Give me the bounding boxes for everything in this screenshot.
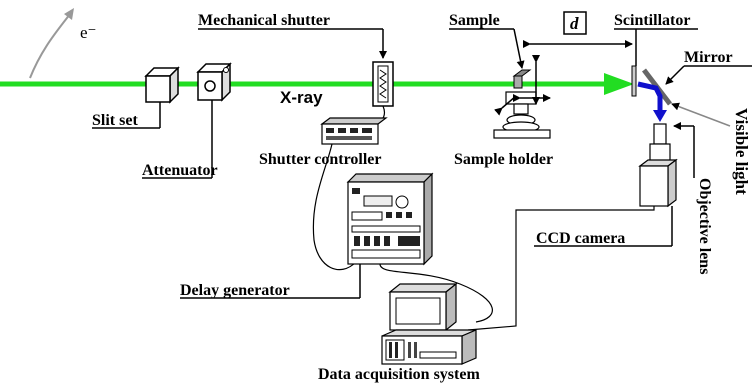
delay-generator-device bbox=[346, 172, 434, 266]
delay-generator-label: Delay generator bbox=[180, 282, 290, 299]
mechanical-shutter-device bbox=[372, 61, 394, 107]
visible-light-leader bbox=[671, 102, 731, 127]
objective-lens-device bbox=[649, 123, 671, 163]
data-acquisition-system-label: Data acquisition system bbox=[318, 366, 480, 383]
scintillator-plate bbox=[631, 65, 637, 97]
objective-lens-label: Objective lens bbox=[696, 178, 713, 274]
ccd-camera-label: CCD camera bbox=[536, 230, 625, 247]
sample-label: Sample bbox=[449, 12, 500, 29]
mechanical-shutter-label: Mechanical shutter bbox=[198, 12, 330, 29]
visible-light-path bbox=[637, 81, 663, 114]
xray-label: X-ray bbox=[280, 88, 323, 107]
mirror-label: Mirror bbox=[684, 49, 733, 66]
shutter-controller-cable bbox=[312, 143, 357, 271]
scintillator-label: Scintillator bbox=[614, 12, 690, 29]
shutter-controller-device bbox=[320, 117, 388, 145]
sample-holder-label: Sample holder bbox=[454, 151, 553, 168]
slit-set-device bbox=[144, 66, 180, 104]
ccd-camera-cable bbox=[467, 206, 655, 331]
sample-holder-device bbox=[493, 55, 551, 139]
electron-orbit-arc bbox=[29, 13, 71, 79]
slit-set-label: Slit set bbox=[92, 112, 138, 129]
mirror-leader-arrow bbox=[665, 65, 685, 85]
ccd-camera-device bbox=[638, 158, 678, 208]
shutter-controller-label: Shutter controller bbox=[259, 151, 382, 168]
xray-beam-arrowhead bbox=[604, 73, 634, 95]
distance-box bbox=[563, 11, 587, 35]
sample-leader bbox=[513, 28, 525, 69]
attenuator-label: Attenuator bbox=[142, 162, 218, 179]
distance-label: d bbox=[570, 14, 579, 33]
visible-light-arrowhead bbox=[653, 110, 667, 122]
attenuator-device bbox=[196, 62, 232, 102]
electron-label: e⁻ bbox=[80, 23, 97, 42]
electron-arrowhead bbox=[64, 8, 74, 20]
data-acquisition-system-device bbox=[381, 282, 477, 365]
delay-generator-cable bbox=[379, 263, 493, 323]
visible-light-label: Visible light bbox=[732, 108, 751, 195]
